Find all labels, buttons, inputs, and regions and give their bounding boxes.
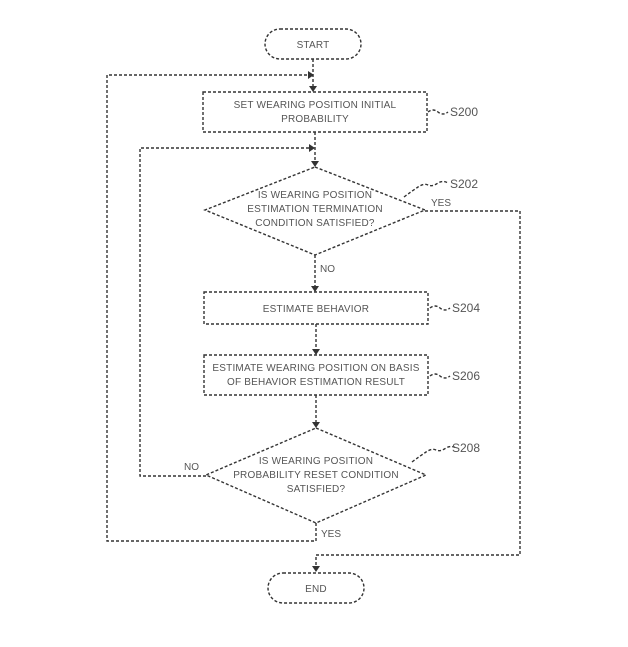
- s202-ref: S202: [450, 177, 478, 191]
- s208-no-label: NO: [184, 462, 199, 473]
- s200-leader: [427, 109, 449, 115]
- s200-line-2: PROBABILITY: [281, 114, 349, 125]
- connector-s208-no-loop: [139, 147, 313, 477]
- s208-line-3: SATISFIED?: [287, 484, 346, 495]
- end-terminal: [267, 572, 365, 604]
- s204-leader: [429, 305, 451, 311]
- s200-ref: S200: [450, 105, 478, 119]
- s202-leader: [403, 180, 449, 198]
- s200-line-1: SET WEARING POSITION INITIAL: [234, 100, 397, 111]
- s202-no-label: NO: [320, 264, 335, 275]
- arrow-head: [308, 71, 314, 79]
- s208-ref: S208: [452, 441, 480, 455]
- arrow-head: [309, 144, 315, 152]
- s206-line-1: ESTIMATE WEARING POSITION ON BASIS: [212, 363, 419, 374]
- arrow-head: [309, 86, 317, 92]
- start-label: START: [297, 40, 330, 51]
- s204-line-1: ESTIMATE BEHAVIOR: [263, 304, 369, 315]
- arrow-head: [311, 286, 319, 292]
- decision-s208: [204, 427, 428, 524]
- process-s204: [203, 291, 429, 325]
- s202-line-2: ESTIMATION TERMINATION: [247, 204, 383, 215]
- s208-leader: [411, 445, 457, 463]
- s202-line-3: CONDITION SATISFIED?: [255, 218, 375, 229]
- end-label: END: [305, 584, 327, 595]
- connector-s208-yes-loop: [106, 74, 317, 542]
- arrow-head: [311, 161, 319, 167]
- process-s206: [203, 354, 429, 396]
- s202-line-1: IS WEARING POSITION: [258, 190, 372, 201]
- s202-yes-label: YES: [431, 198, 451, 209]
- s206-leader: [429, 373, 451, 379]
- arrow-head: [312, 566, 320, 572]
- s206-ref: S206: [452, 369, 480, 383]
- s208-line-2: PROBABILITY RESET CONDITION: [233, 470, 399, 481]
- s204-ref: S204: [452, 301, 480, 315]
- s206-line-2: OF BEHAVIOR ESTIMATION RESULT: [227, 377, 405, 388]
- process-s200: [202, 91, 428, 133]
- arrow-head: [312, 422, 320, 428]
- connector-s202-yes-end: [315, 210, 521, 570]
- s208-yes-label: YES: [321, 529, 341, 540]
- s208-line-1: IS WEARING POSITION: [259, 456, 373, 467]
- arrow-head: [312, 349, 320, 355]
